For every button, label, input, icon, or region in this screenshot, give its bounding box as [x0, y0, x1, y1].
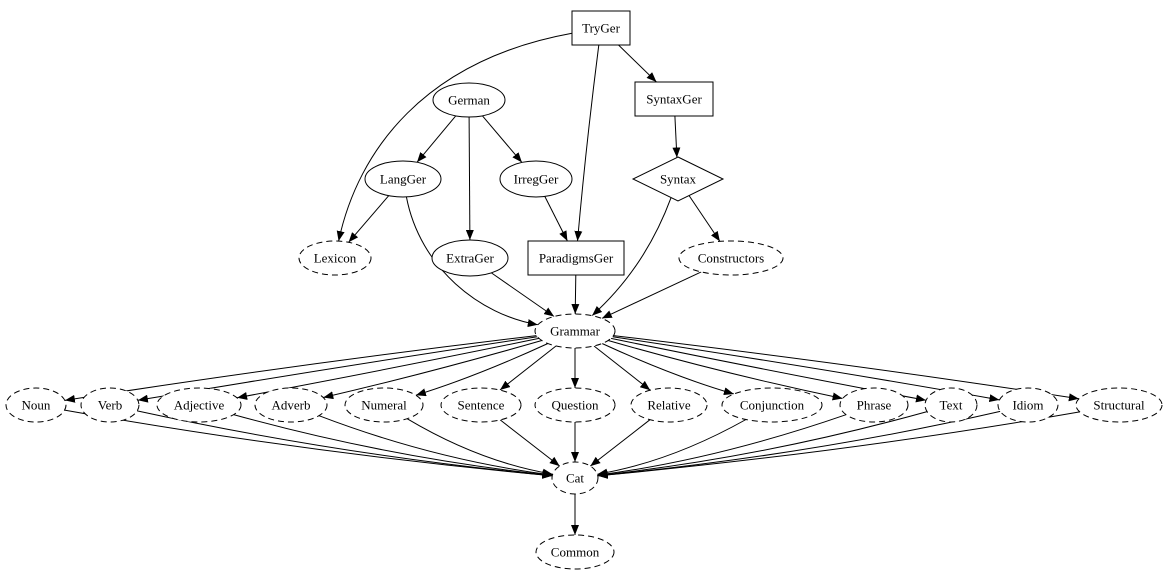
node-adverb: [254, 387, 328, 423]
edge-grammar-phrase: [608, 340, 843, 401]
node-irregger-label: IrregGer: [514, 171, 559, 186]
node-constructors-label: Constructors: [698, 250, 764, 265]
node-phrase-label: Phrase: [857, 397, 892, 412]
node-paradigmsger: [527, 240, 625, 276]
node-verb: [80, 387, 140, 423]
node-constructors: [678, 240, 784, 276]
edge-grammar-noun: [64, 335, 537, 403]
node-cat-label: Cat: [566, 470, 584, 485]
node-verb-label: Verb: [98, 397, 123, 412]
node-numeral: [344, 387, 424, 423]
edge-german-irregger: [482, 115, 523, 163]
node-adjective-label: Adjective: [174, 397, 225, 412]
edge-verb-cat: [137, 410, 553, 479]
node-extrager: [431, 239, 509, 277]
node-lexicon: [298, 240, 372, 276]
edge-layer: [64, 32, 1080, 535]
node-syntaxger: [634, 81, 714, 117]
edge-langger-grammar: [405, 196, 538, 327]
edge-sentence-cat: [499, 419, 561, 467]
node-structural: [1075, 387, 1163, 423]
node-german-label: German: [448, 92, 490, 107]
edge-adjective-cat: [233, 414, 553, 479]
node-text-label: Text: [940, 397, 963, 412]
node-relative-label: Relative: [647, 397, 691, 412]
edge-conjunction-cat: [597, 419, 747, 477]
edge-constructors-grammar: [601, 271, 702, 319]
edge-grammar-adverb: [323, 340, 542, 400]
node-conjunction-label: Conjunction: [740, 397, 805, 412]
node-tryger: [571, 10, 631, 46]
node-sentence-label: Sentence: [458, 397, 505, 412]
node-adjective: [156, 387, 242, 423]
node-common-label: Common: [551, 544, 600, 559]
node-idiom-label: Idiom: [1012, 397, 1043, 412]
edge-adverb-cat: [318, 415, 553, 478]
node-syntax-label: Syntax: [660, 171, 697, 186]
node-adverb-label: Adverb: [272, 397, 311, 412]
edge-grammar-relative: [593, 345, 651, 391]
edge-paradigmsger-grammar: [571, 274, 580, 315]
node-extrager-label: ExtraGer: [446, 250, 494, 265]
node-question: [534, 387, 616, 423]
node-cat: [551, 461, 599, 495]
node-grammar: [534, 313, 616, 349]
edge-langger-lexicon: [348, 195, 390, 243]
edge-irregger-paradigmsger: [544, 196, 568, 242]
node-text: [924, 387, 978, 423]
node-noun: [5, 387, 67, 423]
edge-text-cat: [597, 411, 928, 479]
edge-grammar-sentence: [499, 345, 557, 391]
node-lexicon-label: Lexicon: [314, 250, 357, 265]
node-conjunction: [721, 387, 823, 423]
edge-grammar-numeral: [415, 343, 549, 397]
edge-syntax-constructors: [688, 195, 721, 242]
edge-syntax-grammar: [591, 197, 672, 316]
node-paradigmsger-label: ParadigmsGer: [539, 250, 614, 265]
node-tryger-label: TryGer: [582, 20, 620, 35]
node-syntaxger-label: SyntaxGer: [646, 91, 702, 106]
node-langger-label: LangGer: [380, 171, 427, 186]
edge-german-langger: [416, 115, 457, 163]
node-idiom: [997, 387, 1059, 423]
edge-phrase-cat: [597, 414, 847, 478]
node-sentence: [440, 387, 522, 423]
node-question-label: Question: [552, 397, 599, 412]
edge-tryger-paradigmsger: [574, 44, 600, 242]
node-relative: [630, 387, 708, 423]
edge-syntaxger-syntax: [672, 115, 681, 158]
node-german: [432, 82, 506, 118]
node-numeral-label: Numeral: [361, 397, 407, 412]
node-noun-label: Noun: [22, 397, 51, 412]
node-irregger: [499, 160, 573, 198]
edge-structural-cat: [597, 411, 1080, 479]
edge-tryger-syntaxger: [618, 44, 657, 83]
edge-numeral-cat: [406, 418, 553, 477]
edge-extrager-grammar: [491, 272, 555, 317]
edge-grammar-conjunction: [601, 343, 735, 396]
node-structural-label: Structural: [1093, 397, 1145, 412]
node-grammar-label: Grammar: [550, 323, 600, 338]
node-common: [535, 534, 615, 570]
edge-noun-cat: [64, 409, 553, 479]
edge-tryger-lexicon: [336, 32, 573, 242]
node-langger: [364, 160, 442, 198]
node-phrase: [839, 387, 909, 423]
edge-relative-cat: [589, 419, 651, 467]
edge-german-extrager: [465, 116, 474, 241]
node-syntax: [631, 156, 725, 202]
